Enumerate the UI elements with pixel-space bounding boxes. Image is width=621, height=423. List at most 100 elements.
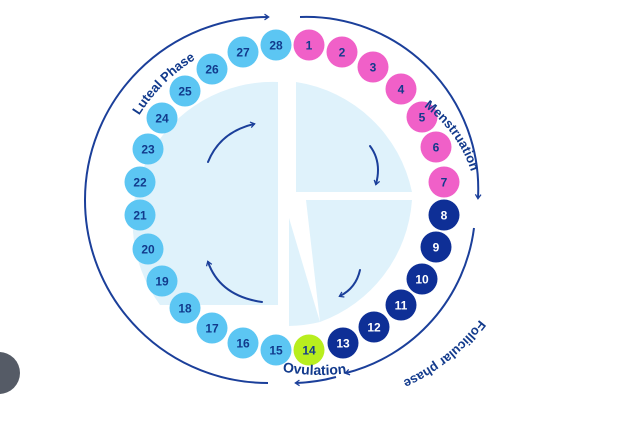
ring-arc-menstruation <box>299 15 482 200</box>
day-number: 15 <box>269 344 283 358</box>
day-circle <box>169 75 201 107</box>
day-number: 22 <box>133 176 147 190</box>
day-8: 8 <box>428 199 460 231</box>
day-7: 7 <box>428 166 460 198</box>
inner-arrow-bottom-right <box>338 269 361 298</box>
day-circle <box>326 36 358 68</box>
day-circle <box>358 311 390 343</box>
day-number: 23 <box>141 143 155 157</box>
overlay-corner-button[interactable] <box>0 352 20 394</box>
day-number: 4 <box>398 83 405 97</box>
day-circle <box>327 327 359 359</box>
day-number: 12 <box>367 321 381 335</box>
inner-quadrants <box>132 81 412 326</box>
outer-cycle-ring <box>84 13 482 387</box>
day-circle <box>420 231 452 263</box>
ring-arc-follicular <box>344 227 475 376</box>
day-26: 26 <box>196 53 228 85</box>
day-number: 2 <box>339 46 346 60</box>
day-4: 4 <box>385 73 417 105</box>
day-number: 27 <box>236 46 250 60</box>
day-circle <box>385 289 417 321</box>
day-28: 28 <box>260 29 292 61</box>
day-number: 17 <box>205 322 219 336</box>
day-circle <box>406 263 438 295</box>
day-19: 19 <box>146 265 178 297</box>
day-number: 20 <box>141 243 155 257</box>
day-number: 19 <box>155 275 169 289</box>
day-number: 1 <box>306 39 313 53</box>
day-1: 1 <box>293 29 325 61</box>
day-number: 7 <box>441 176 448 190</box>
day-number: 16 <box>236 337 250 351</box>
day-number: 21 <box>133 209 147 223</box>
day-circle <box>260 29 292 61</box>
day-number: 5 <box>419 111 426 125</box>
day-circle <box>260 334 292 366</box>
quadrant-ovulation <box>289 218 320 326</box>
quadrant-menstruation <box>296 82 412 192</box>
day-number: 13 <box>336 337 350 351</box>
inner-arrows <box>205 121 381 303</box>
day-number: 28 <box>269 39 283 53</box>
day-circle <box>293 29 325 61</box>
day-circle <box>146 265 178 297</box>
inner-arrow-top-right <box>369 145 381 186</box>
day-5: 5 <box>406 101 438 133</box>
day-number: 26 <box>205 63 219 77</box>
day-circle <box>196 312 228 344</box>
day-number: 8 <box>441 209 448 223</box>
day-number: 3 <box>370 61 377 75</box>
ring-arc-ovulation <box>294 376 337 387</box>
day-27: 27 <box>227 36 259 68</box>
day-20: 20 <box>132 233 164 265</box>
day-circle <box>357 51 389 83</box>
day-circle <box>420 131 452 163</box>
day-circle <box>385 73 417 105</box>
quadrant-luteal <box>132 81 278 305</box>
day-circle <box>406 101 438 133</box>
phase-label-ovulation: Ovulation <box>282 359 347 378</box>
day-24: 24 <box>146 102 178 134</box>
day-number: 14 <box>302 344 316 358</box>
day-circle <box>196 53 228 85</box>
day-circle <box>132 133 164 165</box>
day-number: 9 <box>433 241 440 255</box>
day-18: 18 <box>169 292 201 324</box>
day-number: 11 <box>395 299 408 313</box>
day-circle <box>124 166 156 198</box>
day-circle <box>124 199 156 231</box>
day-11: 11 <box>385 289 417 321</box>
day-22: 22 <box>124 166 156 198</box>
day-number: 10 <box>415 273 429 287</box>
day-12: 12 <box>358 311 390 343</box>
day-25: 25 <box>169 75 201 107</box>
day-23: 23 <box>132 133 164 165</box>
ring-arc-luteal <box>84 13 270 384</box>
day-number: 24 <box>155 112 169 126</box>
inner-arrow-bottom-left <box>205 260 263 303</box>
day-circle <box>428 166 460 198</box>
day-15: 15 <box>260 334 292 366</box>
day-circle <box>428 199 460 231</box>
day-circle <box>293 334 325 366</box>
day-13: 13 <box>327 327 359 359</box>
day-16: 16 <box>227 327 259 359</box>
day-circle <box>169 292 201 324</box>
inner-arrow-top-left <box>207 121 256 163</box>
day-3: 3 <box>357 51 389 83</box>
day-circle <box>227 36 259 68</box>
day-17: 17 <box>196 312 228 344</box>
day-number: 6 <box>433 141 440 155</box>
day-number: 18 <box>178 302 192 316</box>
day-circle <box>132 233 164 265</box>
quadrant-follicular <box>306 200 412 322</box>
day-14: 14 <box>293 334 325 366</box>
day-circle <box>146 102 178 134</box>
day-9: 9 <box>420 231 452 263</box>
day-6: 6 <box>420 131 452 163</box>
phase-label-follicular: Follicular phase <box>401 318 489 392</box>
day-10: 10 <box>406 263 438 295</box>
